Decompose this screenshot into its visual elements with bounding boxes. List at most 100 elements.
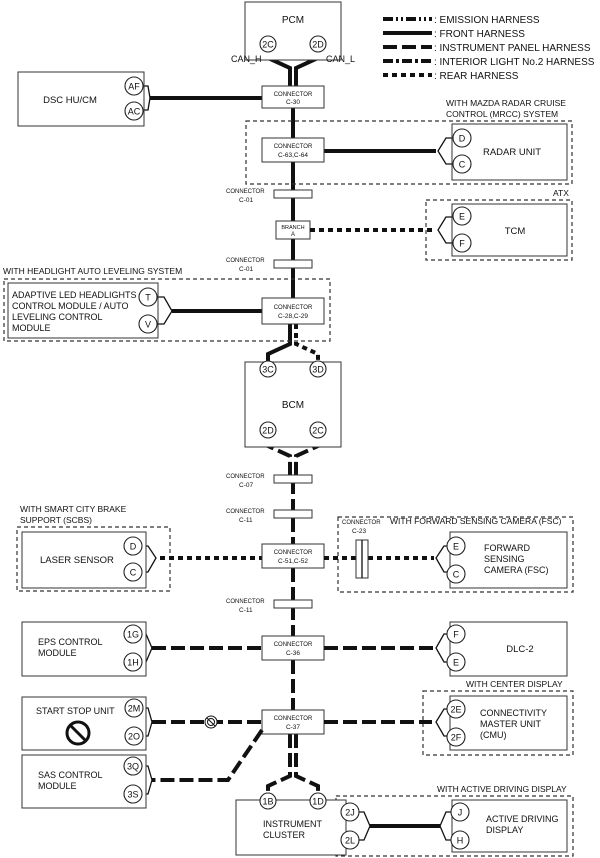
legend-text-interior: : INTERIOR LIGHT No.2 HARNESS: [434, 57, 595, 68]
c28-line1: CONNECTOR: [274, 305, 313, 311]
c01b-line2: C-01: [239, 266, 253, 273]
bcm-pin-3c: 3C: [262, 365, 274, 375]
tcm-option-frame: [425, 199, 573, 261]
fsc-option-frame: [337, 516, 574, 593]
connector-c51-c52: CONNECTOR C-51,C-52: [261, 543, 325, 569]
c07-line1: CONNECTOR: [226, 474, 265, 480]
add-pin-h: H: [457, 836, 464, 846]
startstop-pin-2m: 2M: [128, 704, 141, 714]
dlc-pin-e: E: [453, 658, 459, 668]
mrcc-caption-1: WITH MAZDA RADAR CRUISE: [446, 98, 566, 108]
legend-text-instrument: : INSTRUMENT PANEL HARNESS: [434, 43, 591, 54]
cmu-line3: (CMU): [480, 730, 507, 740]
headlight-line4: MODULE: [12, 323, 51, 333]
radar-pin-d: D: [459, 134, 466, 144]
eps-line2: MODULE: [38, 648, 77, 658]
branch-line2: A: [291, 232, 295, 238]
legend-text-rear: : REAR HARNESS: [434, 71, 519, 82]
headlight-line2: CONTROL MODULE / AUTO: [12, 301, 129, 311]
eps-pin-1h: 1H: [127, 658, 139, 668]
branch-a: BRANCH A: [275, 220, 311, 240]
cluster-pin-1d: 1D: [312, 797, 324, 807]
dsc-pin-af: AF: [128, 82, 140, 92]
eps-module: EPS CONTROL MODULE 1G 1H: [21, 621, 147, 677]
connector-c36: CONNECTOR C-36: [261, 635, 325, 661]
headlight-module: ADAPTIVE LED HEADLIGHTS CONTROL MODULE /…: [7, 282, 159, 339]
connector-c11b: [273, 599, 313, 609]
scbs-caption-1: WITH SMART CITY BRAKE: [20, 504, 127, 514]
cluster-line1: INSTRUMENT: [263, 819, 322, 829]
c30-line2: C-30: [286, 99, 300, 106]
dlc-2: DLC-2 F E: [446, 621, 568, 677]
dlc-label: DLC-2: [506, 644, 533, 655]
laser-pin-c: C: [130, 568, 137, 578]
connector-c01b: [273, 259, 313, 269]
c36-line1: CONNECTOR: [274, 642, 313, 648]
fsc-caption: WITH FORWARD SENSING CAMERA (FSC): [390, 516, 562, 526]
c36-line2: C-36: [286, 650, 300, 657]
pcm-label: PCM: [282, 15, 304, 26]
legend-text-front: : FRONT HARNESS: [434, 29, 525, 40]
cmu-line2: MASTER UNIT: [480, 719, 542, 729]
headlight-option-frame: [3, 278, 331, 342]
add-line1: ACTIVE DRIVING: [486, 814, 559, 824]
mrcc-caption-2: CONTROL (MRCC) SYSTEM: [446, 109, 558, 119]
add-caption: WITH ACTIVE DRIVING DISPLAY: [437, 784, 567, 794]
c11b-line2: C-11: [239, 607, 253, 614]
dsc-pin-ac: AC: [128, 107, 141, 117]
fsc-pin-c: C: [453, 570, 460, 580]
legend-text-emission: : EMISSION HARNESS: [434, 15, 540, 26]
c23-line1: CONNECTOR: [342, 520, 381, 526]
active-driving-display: ACTIVE DRIVING DISPLAY J H: [450, 799, 568, 853]
sas-module: SAS CONTROL MODULE 3Q 3S: [21, 754, 147, 809]
add-left-pins: 2J 2L: [340, 802, 360, 850]
headlight-pin-t: T: [145, 293, 151, 303]
fsc-line2: SENSING: [484, 554, 525, 564]
c01a-line1: CONNECTOR: [226, 189, 265, 195]
bcm-pin-2d: 2D: [262, 426, 274, 436]
cmu-line1: CONNECTIVITY: [480, 708, 547, 718]
sas-line2: MODULE: [38, 781, 77, 791]
cluster-pin-1b: 1B: [262, 797, 273, 807]
tcm-module: TCM E F: [451, 203, 568, 257]
startstop-label: START STOP UNIT: [36, 706, 115, 716]
c01b-line1: CONNECTOR: [226, 258, 265, 264]
connector-c28-c29: CONNECTOR C-28,C-29: [261, 297, 325, 325]
tcm-pin-e: E: [459, 212, 465, 222]
prohibited-icon: [65, 720, 91, 746]
sas-pin-3s: 3S: [127, 790, 138, 800]
fsc-pin-e: E: [453, 542, 459, 552]
bcm-pin-2c: 2C: [312, 426, 324, 436]
c11b-line1: CONNECTOR: [226, 599, 265, 605]
prohibited-mark-icon: [204, 715, 218, 729]
sas-pin-3q: 3Q: [127, 762, 139, 772]
legend: : EMISSION HARNESS : FRONT HARNESS : INS…: [383, 15, 595, 82]
c07-line2: C-07: [239, 482, 253, 489]
c51-line2: C-51,C-52: [278, 558, 308, 565]
connector-c11a: [273, 509, 313, 519]
c28-line2: C-28,C-29: [278, 313, 308, 320]
c30-line1: CONNECTOR: [274, 92, 313, 98]
add-pin-j: J: [458, 808, 463, 818]
c11a-line2: C-11: [239, 517, 253, 524]
bcm-module: BCM 3C 3D 2D 2C: [244, 360, 342, 448]
can-h-label: CAN_H: [231, 54, 262, 64]
c63-line2: C-63,C-64: [278, 152, 308, 159]
radar-label: RADAR UNIT: [483, 147, 541, 158]
c01a-line2: C-01: [239, 197, 253, 204]
start-stop-unit: START STOP UNIT 2M 2O: [21, 696, 147, 751]
headlight-line1: ADAPTIVE LED HEADLIGHTS: [12, 290, 137, 300]
mrcc-option-frame: [245, 120, 573, 185]
dsc-module: DSC HU/CM AF AC: [17, 71, 145, 127]
eps-line1: EPS CONTROL: [38, 637, 103, 647]
c11a-line1: CONNECTOR: [226, 509, 265, 515]
laser-pin-d: D: [130, 542, 137, 552]
c51-line1: CONNECTOR: [274, 550, 313, 556]
fsc-line1: FORWARD: [484, 543, 530, 553]
connector-c01a: [273, 189, 313, 199]
connector-c30: CONNECTOR C-30: [261, 85, 325, 109]
can-l-label: CAN_L: [326, 54, 355, 64]
pcm-module: PCM 2C 2D: [244, 1, 342, 61]
branch-line1: BRANCH: [281, 225, 304, 231]
pcm-pin-2d: 2D: [312, 40, 324, 50]
